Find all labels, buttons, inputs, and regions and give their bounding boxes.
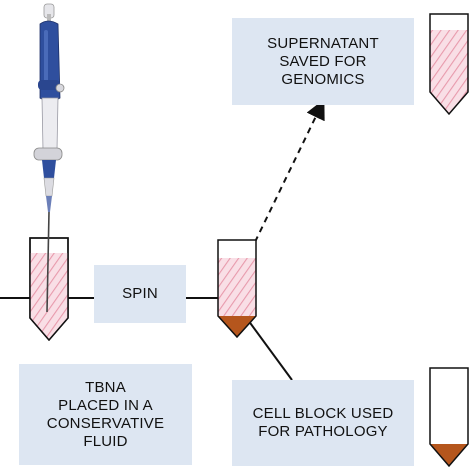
supernatant-label-box: SUPERNATANT SAVED FOR GENOMICS: [232, 18, 414, 105]
tbna-label: TBNA PLACED IN A CONSERVATIVE FLUID: [46, 378, 165, 450]
supernatant-label: SUPERNATANT SAVED FOR GENOMICS: [267, 34, 379, 88]
dashed-arrow-to-supernatant: [254, 99, 325, 243]
sample-tube-icon: [29, 237, 69, 342]
supernatant-tube-icon: [429, 13, 469, 116]
spin-label-box: SPIN: [94, 265, 186, 323]
connector-to-cell-block: [247, 319, 293, 381]
cell-block-tube-icon: [429, 367, 469, 468]
spun-tube-icon: [217, 239, 257, 339]
cell-block-label-box: CELL BLOCK USED FOR PATHOLOGY: [232, 380, 414, 466]
cell-block-label: CELL BLOCK USED FOR PATHOLOGY: [252, 405, 394, 440]
tbna-label-box: TBNA PLACED IN A CONSERVATIVE FLUID: [19, 364, 192, 465]
spin-label: SPIN: [122, 285, 158, 302]
pipette-icon: [33, 3, 65, 313]
